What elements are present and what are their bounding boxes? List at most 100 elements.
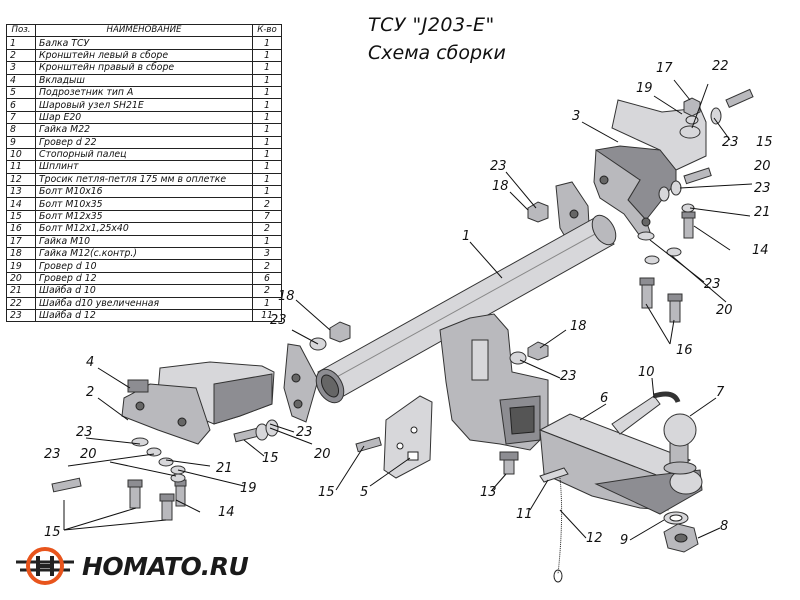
callout-21-right: 21	[754, 205, 771, 220]
callout-7: 7	[716, 385, 725, 400]
row-qty: 1	[252, 36, 282, 50]
main-beam	[315, 214, 617, 404]
callout-22: 22	[712, 59, 729, 74]
lock-pin	[611, 391, 681, 435]
row-qty: 1	[252, 185, 282, 199]
callout-labels-extra: 23 23 20	[704, 181, 771, 318]
bolt-m12-socket	[355, 436, 382, 453]
callout-23-top: 23	[490, 159, 507, 174]
row-qty: 1	[252, 172, 282, 187]
callout-2: 2	[86, 385, 94, 400]
row-qty: 1	[252, 123, 282, 137]
callout-23-right-low: 23	[704, 277, 721, 292]
nut-m22	[663, 523, 699, 553]
row-qty: 7	[252, 209, 282, 224]
callout-11: 11	[516, 507, 533, 522]
bolt-m12-center	[233, 419, 279, 443]
callout-20-right-low: 20	[716, 303, 733, 318]
callout-23-right-mid: 23	[754, 181, 771, 196]
callout-18-top: 18	[492, 179, 509, 194]
socket-holder	[383, 395, 433, 479]
callout-15-socket: 15	[318, 485, 335, 500]
callout-18-right: 18	[570, 319, 587, 334]
row-qty: 2	[252, 222, 282, 236]
receiver-housing	[439, 313, 549, 451]
leader-lines	[63, 79, 753, 541]
bolt-m10x16	[499, 451, 519, 475]
callout-23-left-lower: 23	[44, 447, 61, 462]
table-header-row: Поз. НАИМЕНОВАНИЕ К-во	[6, 23, 282, 38]
safety-cable	[539, 467, 569, 583]
header-pos: Поз.	[6, 23, 36, 38]
callout-10: 10	[638, 365, 655, 380]
row-name: Стопорный палец	[35, 147, 253, 162]
callout-14-left: 14	[218, 505, 235, 520]
row-qty: 2	[252, 197, 282, 211]
callout-23-right-top: 23	[722, 135, 739, 150]
row-qty: 1	[252, 98, 282, 112]
callout-21-left: 21	[216, 461, 233, 476]
callout-18-left: 18	[278, 289, 295, 304]
callout-3: 3	[572, 109, 580, 124]
callout-16: 16	[676, 343, 693, 358]
row-qty: 1	[252, 160, 282, 174]
callout-9: 9	[620, 533, 628, 548]
washers-left-lower	[131, 437, 186, 483]
row-pos: 12	[6, 172, 36, 187]
callout-20-center: 20	[314, 447, 331, 462]
row-qty: 1	[252, 147, 282, 162]
callout-4: 4	[86, 355, 94, 370]
callout-17: 17	[656, 61, 673, 76]
row-name: Болт М12х35	[35, 209, 253, 224]
callout-23-left-upper: 23	[76, 425, 93, 440]
callout-19-lower: 19	[240, 481, 257, 496]
callout-labels: 1 2 3 4 5 6 7 8 9 10 11 12 13 14 14 15 1…	[44, 59, 773, 548]
callout-15-left: 15	[44, 525, 61, 540]
row-qty: 11	[252, 308, 282, 323]
row-qty: 1	[252, 135, 282, 149]
washer-d22	[663, 511, 689, 525]
row-name: Болт М12х1,25х40	[35, 222, 253, 236]
callout-15-right: 15	[756, 135, 773, 150]
row-name: Гровер d 22	[35, 135, 253, 149]
brand-emblem-icon	[16, 547, 74, 585]
diagram-subtitle: Схема сборки	[368, 42, 506, 64]
diagram-title: ТСУ "J203-E"	[368, 14, 495, 36]
callout-15-center: 15	[262, 451, 279, 466]
row-pos: 2	[6, 48, 36, 63]
callout-13: 13	[480, 485, 497, 500]
row-name: Шплинт	[35, 160, 253, 174]
callout-20-left: 20	[80, 447, 97, 462]
bolts-left-lower	[51, 477, 187, 521]
fasteners-right	[637, 88, 754, 323]
callout-8: 8	[720, 519, 728, 534]
callout-23-center: 23	[296, 425, 313, 440]
right-bracket	[593, 99, 707, 237]
brand-name: HOMATO.RU	[82, 551, 249, 581]
callout-23-left: 23	[270, 313, 287, 328]
tow-ball	[663, 413, 697, 475]
row-pos: 1	[6, 36, 36, 50]
ball-mount	[538, 413, 703, 515]
row-qty: 1	[252, 234, 282, 249]
row-pos: 23	[6, 308, 36, 323]
row-qty: 6	[252, 271, 282, 286]
row-qty: 1	[252, 110, 282, 125]
callout-20-right: 20	[754, 159, 771, 174]
